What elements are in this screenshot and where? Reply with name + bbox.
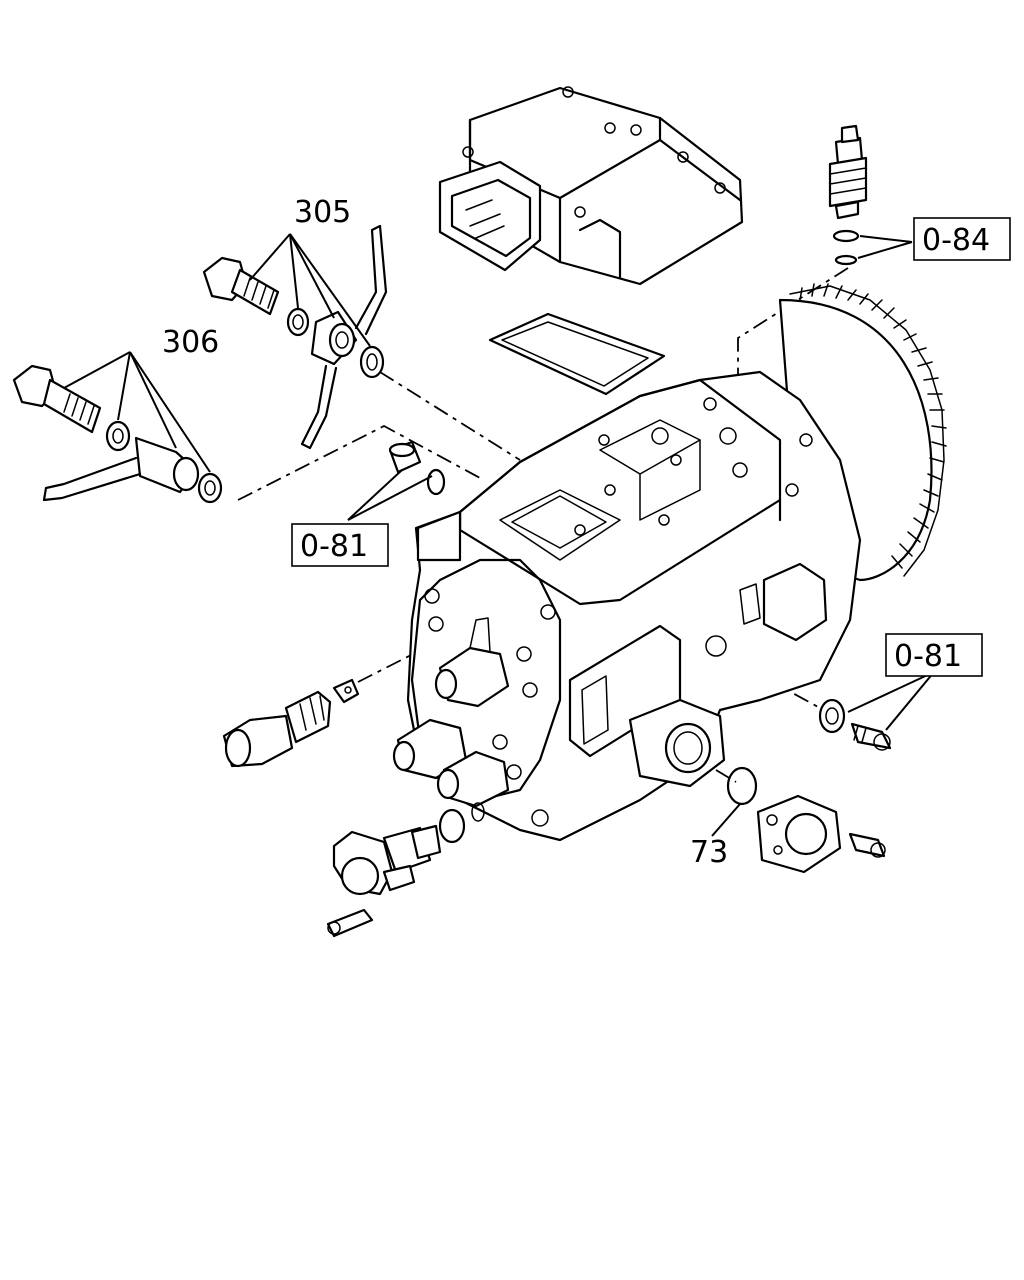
callout-081-right-box [885,633,983,677]
oring-73 [726,766,758,806]
callout-081-left-box [291,523,389,567]
banjo-assembly-305 [202,224,388,450]
callout-081-left: 0-81 [300,529,368,564]
callout-labels: 305 306 0-84 0-81 0-81 73 [162,195,1011,870]
solenoid [326,824,442,938]
gasket [488,312,666,396]
callout-306: 306 [162,325,219,360]
callout-081-right: 0-81 [894,639,962,674]
leader-lines [63,233,935,837]
callout-73: 73 [690,835,728,870]
pressure-valve [828,124,868,266]
callout-084: 0-84 [922,223,990,258]
pump-body [392,283,947,842]
front-fitting [222,678,360,768]
plug-and-washer-left [388,440,446,496]
cover-plate [756,794,886,874]
callout-084-box [913,217,1011,261]
banjo-assembly-306 [12,364,223,504]
callout-305: 305 [294,195,351,230]
bolt-and-washer-right [818,698,892,751]
front-orings [438,802,485,844]
control-unit [438,86,744,286]
